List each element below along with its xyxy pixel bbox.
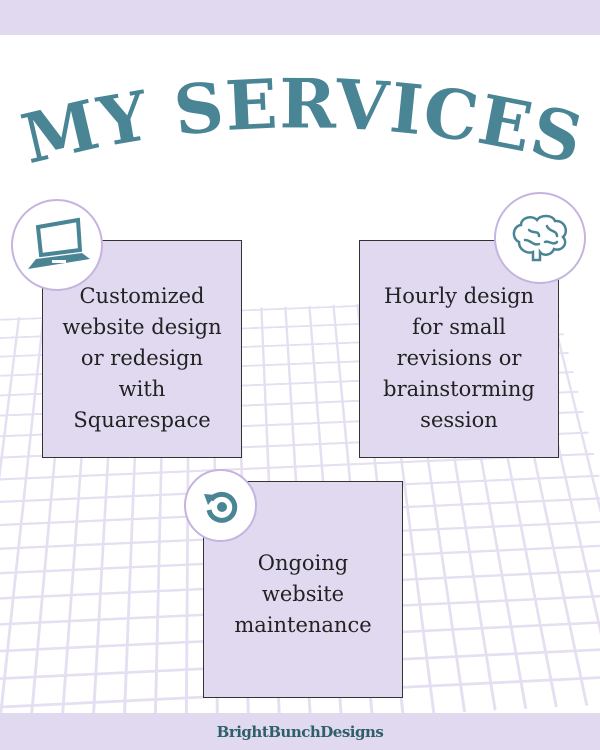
- svg-text:MY SERVICES: MY SERVICES: [15, 64, 591, 180]
- top-band: [0, 0, 600, 35]
- service-text: Ongoing website maintenance: [234, 548, 371, 641]
- laptop-icon: [11, 199, 103, 291]
- brand-logo: BrightBunchDesigns: [217, 723, 384, 741]
- service-text: Hourly design for small revisions or bra…: [383, 281, 535, 436]
- page-title: MY SERVICES: [0, 40, 600, 190]
- refresh-icon: [184, 469, 257, 542]
- brain-icon: [494, 192, 586, 284]
- footer-band: BrightBunchDesigns: [0, 713, 600, 750]
- service-text: Customized website design or redesign wi…: [62, 281, 221, 436]
